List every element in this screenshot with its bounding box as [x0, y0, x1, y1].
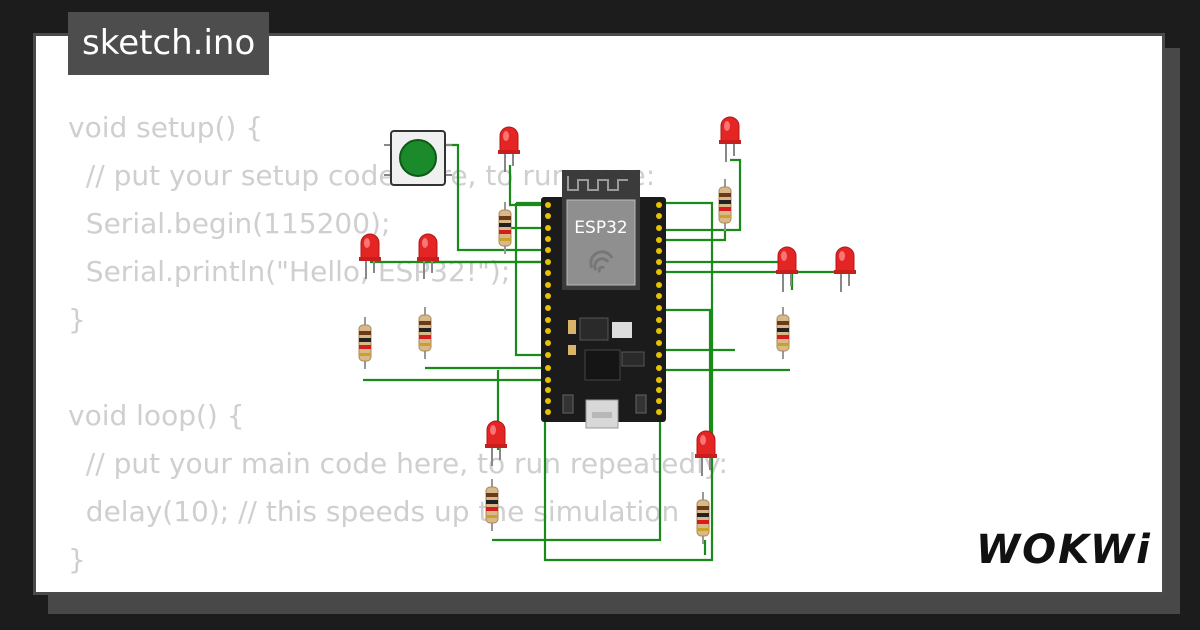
led-red — [416, 233, 440, 280]
wire — [514, 203, 548, 357]
led-red — [775, 246, 799, 293]
push-button — [384, 130, 452, 186]
code-line: void loop() { — [68, 399, 245, 432]
led-red — [358, 233, 382, 280]
wokwi-logo: WOKWi — [976, 527, 1152, 573]
led-red — [718, 116, 742, 163]
resistor — [485, 478, 499, 532]
led-red — [484, 420, 508, 467]
wire — [660, 260, 794, 290]
code-line: Serial.begin(115200); — [68, 207, 391, 240]
code-line: delay(10); // this speeds up the simulat… — [68, 495, 680, 528]
file-tab-sketch[interactable]: sketch.ino — [68, 12, 270, 75]
board-label: ESP32 — [574, 218, 627, 238]
resistor — [776, 306, 790, 360]
code-line: } — [68, 543, 86, 576]
resistor — [696, 491, 710, 545]
led-red — [833, 246, 857, 293]
wire — [658, 355, 790, 372]
code-line: Serial.println("Hello, ESP32!"); — [68, 255, 511, 288]
resistor — [718, 178, 732, 232]
resistor — [358, 316, 372, 370]
wire — [660, 230, 727, 242]
code-line: void setup() { — [68, 111, 264, 144]
wire — [445, 143, 548, 252]
code-editor: void setup() { // put your setup code he… — [68, 104, 728, 584]
code-line: } — [68, 303, 86, 336]
led-red — [694, 430, 718, 477]
esp32-board: ESP32 — [541, 170, 666, 429]
resistor — [418, 306, 432, 360]
code-line: // put your setup code here, to run once… — [68, 159, 656, 192]
wire — [508, 165, 548, 207]
resistor — [498, 201, 512, 255]
